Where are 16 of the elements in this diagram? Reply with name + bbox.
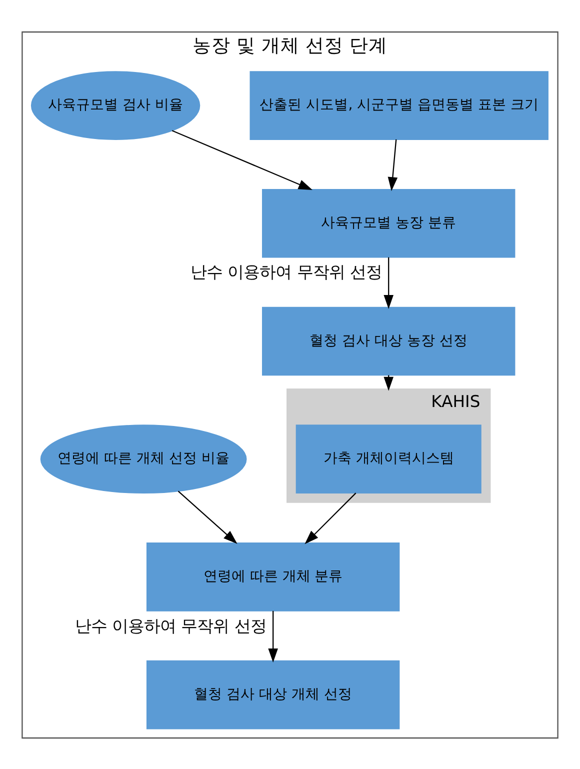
arrow [178, 490, 238, 544]
node-box: 사육규모별 농장 분류 [262, 188, 516, 258]
node-box: 산출된 시도별, 시군구별 읍면동별 표본 크기 [250, 70, 548, 140]
edge-label: 난수 이용하여 무작위 선정 [74, 616, 266, 635]
node-box: 가축 개체이력시스템 [296, 424, 482, 494]
node-box: 혈청 검사 대상 농장 선정 [262, 306, 516, 376]
node-box: 연령에 따른 개체 분류 [146, 542, 400, 611]
node-box: 혈청 검사 대상 개체 선정 [146, 660, 400, 729]
arrow [172, 130, 312, 190]
arrow [384, 256, 394, 308]
node-ellipse: 사육규모별 검사 비율 [30, 70, 200, 140]
arrow [268, 610, 278, 662]
arrow [304, 492, 356, 544]
node-ellipse: 연령에 따른 개체 선정 비율 [40, 424, 247, 494]
arrow [388, 138, 398, 191]
edge-label: 난수 이용하여 무작위 선정 [190, 262, 382, 282]
